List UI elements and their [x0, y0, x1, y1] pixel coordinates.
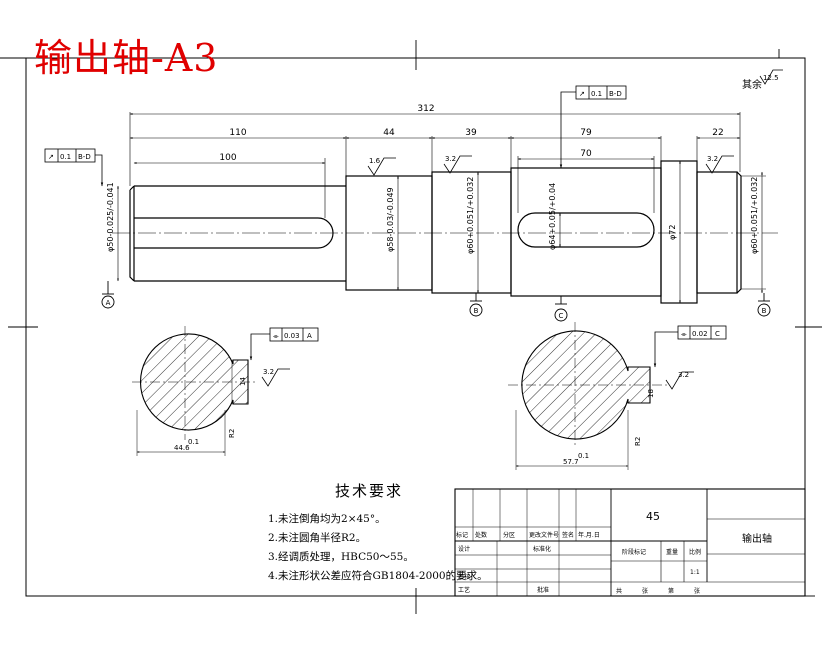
- surface-symbols: [261, 69, 783, 390]
- runout-1-value: 0.1: [60, 153, 71, 161]
- datum-c: C: [559, 312, 564, 320]
- tb-standard: 标准化: [533, 545, 551, 553]
- section-1-key: 14: [239, 377, 247, 386]
- symmetry-1-symbol: ⌯: [273, 332, 279, 340]
- tb-stage: 阶段标记: [622, 548, 646, 556]
- symmetry-frame-1: [249, 327, 319, 361]
- section-view-1: [132, 326, 256, 456]
- title-block: [454, 488, 806, 597]
- dim-39: 39: [465, 128, 477, 138]
- shaft-outline: [129, 160, 742, 304]
- symmetry-2-datum: C: [715, 330, 720, 338]
- tb-approve: 批准: [537, 586, 549, 594]
- runout-2-symbol: ↗: [579, 90, 585, 98]
- tb-weight: 重量: [666, 548, 678, 556]
- symmetry-2-symbol: ⌯: [681, 330, 687, 338]
- runout-1-datum: B-D: [78, 153, 91, 161]
- tb-material: 45: [646, 510, 660, 523]
- surface-note: 其余: [742, 78, 762, 91]
- section-2-tol: 0.1: [578, 452, 589, 460]
- rev-header-1: 标记: [456, 531, 468, 539]
- datum-b2: B: [762, 307, 767, 315]
- dim-22: 22: [712, 128, 723, 138]
- rev-header-3: 分区: [503, 531, 515, 539]
- datum-markers: [101, 281, 771, 322]
- requirements-heading: 技术要求: [335, 482, 403, 500]
- rev-header-6: 年.月.日: [578, 531, 600, 539]
- tb-sheets-4: 张: [694, 587, 700, 595]
- section-2-radius: R2: [634, 437, 642, 446]
- section-1-width: 44.6: [174, 444, 190, 452]
- surface-main-value: 12.5: [763, 74, 779, 82]
- sheet-title: 输出轴-A3: [34, 36, 219, 80]
- surface-value-3: 3.2: [707, 155, 718, 163]
- tb-check: 审核: [458, 573, 470, 581]
- section-2-key: 18: [647, 389, 655, 398]
- dia-64: φ64+0.05/+0.04: [548, 183, 557, 250]
- requirement-1: 1.未注倒角均为2×45°。: [268, 513, 386, 525]
- rev-header-2: 处数: [475, 531, 487, 539]
- datum-a: A: [106, 299, 111, 307]
- tb-part-name: 输出轴: [742, 532, 772, 545]
- rev-header-4: 更改文件号: [529, 531, 559, 539]
- section-1-radius: R2: [228, 429, 236, 438]
- runout-1-symbol: ↗: [48, 153, 54, 161]
- runout-frame-1: [44, 148, 104, 187]
- requirement-4: 4.未注形状公差应符合GB1804-2000的要求。: [268, 570, 488, 582]
- symmetry-frame-2: [653, 325, 727, 368]
- requirement-2: 2.未注圆角半径R2。: [268, 532, 367, 544]
- dia-60a: φ60+0.051/+0.032: [466, 177, 475, 254]
- dim-100: 100: [219, 153, 236, 163]
- section-view-2: [508, 322, 668, 470]
- dim-70: 70: [580, 149, 592, 159]
- dia-58: φ58-0.03/-0.049: [386, 187, 395, 252]
- section-1-tol: 0.1: [188, 438, 199, 446]
- tb-scale: 1:1: [690, 569, 700, 576]
- runout-frame-2: [559, 85, 627, 169]
- rev-header-5: 签名: [562, 531, 574, 539]
- surface-value-5: 3.2: [678, 371, 689, 379]
- surface-value-2: 3.2: [445, 155, 456, 163]
- dia-72: φ72: [668, 225, 677, 240]
- symmetry-2-value: 0.02: [692, 330, 708, 338]
- symmetry-1-datum: A: [307, 332, 312, 340]
- dia-left: φ50-0.025/-0.041: [106, 182, 115, 252]
- dim-44: 44: [383, 128, 395, 138]
- section-2-width: 57.7: [563, 458, 579, 466]
- dimension-lines: [117, 112, 766, 304]
- tb-sheets-1: 共: [616, 587, 622, 595]
- tb-scale-label: 比例: [689, 548, 701, 556]
- datum-b: B: [474, 307, 479, 315]
- dia-60b: φ60+0.051/+0.032: [750, 177, 759, 254]
- tb-process: 工艺: [458, 586, 470, 594]
- surface-value-4: 3.2: [263, 368, 274, 376]
- dim-110: 110: [229, 128, 246, 138]
- surface-value-1: 1.6: [369, 157, 381, 165]
- tb-sheets-2: 张: [642, 587, 648, 595]
- dim-overall: 312: [417, 104, 434, 114]
- runout-2-value: 0.1: [591, 90, 602, 98]
- runout-2-datum: B-D: [609, 90, 622, 98]
- tb-sheets-3: 第: [668, 587, 674, 595]
- dim-79: 79: [580, 128, 592, 138]
- centering-marks: [0, 40, 822, 614]
- tb-design: 设计: [458, 545, 470, 553]
- requirement-3: 3.经调质处理，HBC50～55。: [268, 551, 414, 563]
- symmetry-1-value: 0.03: [284, 332, 300, 340]
